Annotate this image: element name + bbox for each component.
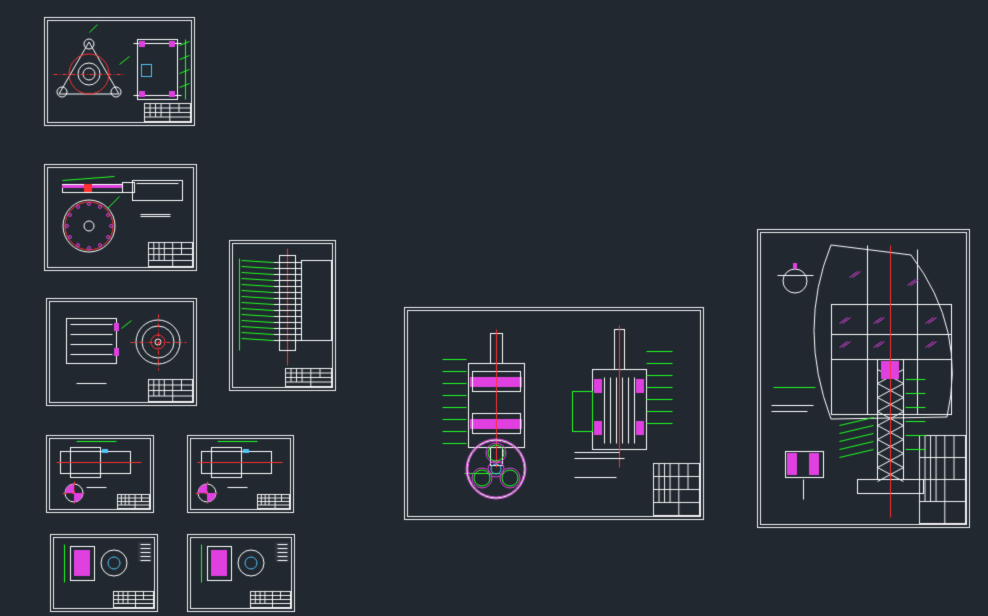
drawing-canvas[interactable] [0, 0, 988, 616]
